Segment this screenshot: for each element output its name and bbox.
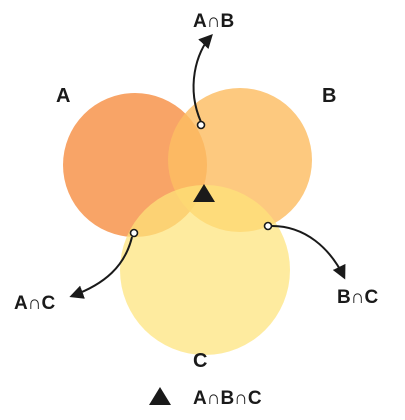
ab-pointer-arrow xyxy=(192,33,213,123)
set-c-label: C xyxy=(193,350,207,372)
bc-pointer-dot xyxy=(263,221,273,231)
legend-triangle-icon xyxy=(149,387,171,405)
set-c-circle xyxy=(120,185,290,355)
ab-pointer-dot xyxy=(196,120,206,130)
ac-pointer-arrow xyxy=(69,236,133,299)
ab-intersection-label: A∩B xyxy=(193,11,234,32)
set-a-label: A xyxy=(56,85,70,107)
ac-pointer-dot xyxy=(129,228,139,238)
bc-pointer-arrow xyxy=(271,225,346,280)
set-b-label: B xyxy=(322,85,336,107)
bc-intersection-label: B∩C xyxy=(337,287,378,308)
ac-intersection-label: A∩C xyxy=(14,293,55,314)
triple-intersection-triangle xyxy=(193,184,215,202)
legend-label: A∩B∩C xyxy=(193,388,262,409)
